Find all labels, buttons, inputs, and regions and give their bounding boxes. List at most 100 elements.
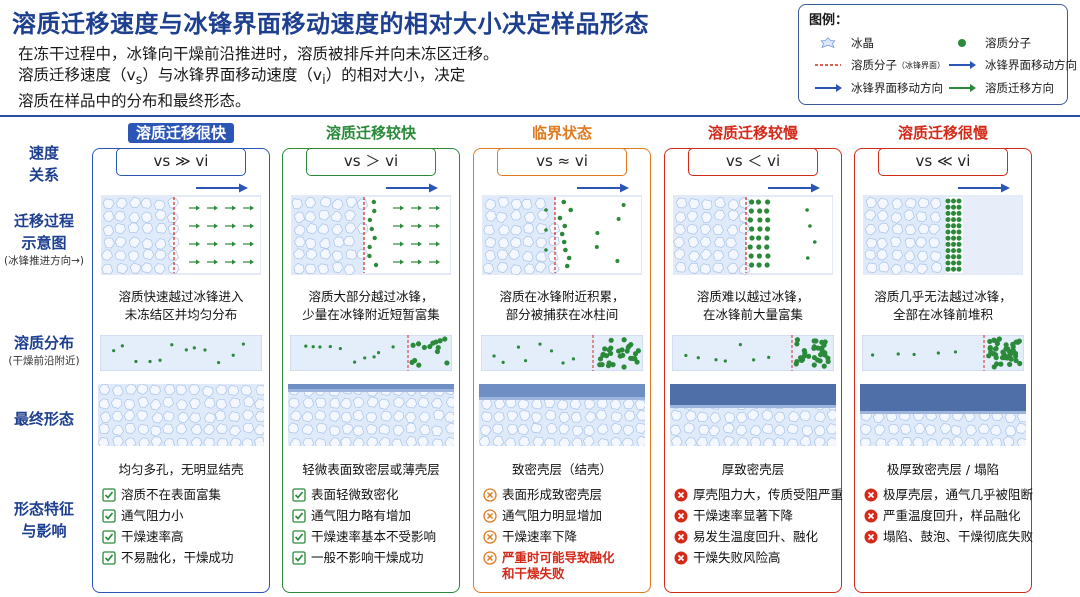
distribution-svg — [480, 334, 644, 372]
process-svg — [290, 183, 452, 276]
process-svg — [862, 183, 1024, 276]
ice-front-arrowhead — [620, 183, 629, 193]
solute-dot — [304, 344, 308, 348]
ice-region — [291, 196, 369, 276]
ice-region — [864, 196, 946, 276]
process-description-line: 溶质在冰锋附近积累， — [499, 289, 625, 304]
solute-dot — [870, 353, 875, 357]
solute-dot — [416, 362, 422, 368]
solute-dot — [564, 263, 570, 269]
process-svg — [481, 183, 643, 276]
solute-dot — [956, 223, 962, 229]
solute-dot — [756, 253, 762, 259]
solute-dot — [216, 360, 221, 365]
solute-dot — [544, 228, 548, 232]
solute-dot — [936, 351, 940, 355]
solute-dot — [951, 248, 956, 254]
solute-dot — [1017, 360, 1023, 367]
solute-dot — [956, 210, 962, 216]
solute-dot — [571, 357, 576, 361]
distribution-svg — [861, 334, 1025, 372]
solute-dot — [203, 348, 207, 352]
row-label-speed: 速度 关系 — [28, 144, 59, 184]
feature-item: 易发生温度回升、融化 — [674, 529, 849, 545]
solute-dot — [945, 248, 951, 254]
crust-layer — [670, 384, 836, 408]
check-icon — [292, 509, 306, 523]
solute-arrow — [429, 259, 440, 265]
speed-relation-box: vs ≪ vi — [878, 148, 1008, 176]
solute-dot — [684, 353, 688, 358]
feature-item: 一般不影响干燥成功 — [292, 550, 467, 566]
cross-icon — [674, 530, 688, 544]
solute-arrow — [189, 259, 200, 265]
solute-dot — [811, 344, 817, 350]
legend-ice-move-right: 冰锋界面移动方向 — [947, 57, 1077, 73]
solute-molecule-icon — [958, 39, 966, 47]
solute-dot — [793, 361, 799, 367]
feature-text: 易发生温度回升、融化 — [693, 529, 819, 544]
solute-dot — [956, 235, 962, 241]
solute-arrow — [393, 241, 404, 247]
process-description-line: 部分被捕获在冰柱间 — [505, 307, 619, 322]
feature-item: 干燥速率显著下降 — [674, 508, 849, 524]
solute-dot — [544, 248, 548, 252]
check-icon — [292, 551, 306, 565]
solute-dot — [956, 248, 962, 254]
solute-dot — [562, 223, 568, 229]
ice-region — [101, 196, 180, 275]
solute-dot — [599, 361, 605, 368]
feature-item: 表面形成致密壳层 — [483, 487, 658, 503]
solute-dot — [492, 354, 496, 358]
solute-dot — [951, 229, 956, 235]
legend: 图例： 冰晶 溶质分子 溶质分子（冰锋界面） 冰锋界面移动方向 冰锋界面移动方向… — [798, 4, 1077, 105]
solute-dot — [756, 235, 762, 241]
solute-dot — [372, 355, 376, 359]
solute-dot — [544, 208, 548, 212]
solute-dot — [951, 260, 956, 266]
feature-text: 严重温度回升，样品融化 — [883, 508, 1021, 523]
solute-dot — [369, 226, 374, 232]
solute-dot — [945, 198, 951, 204]
process-schematic — [290, 180, 452, 290]
solute-dot — [811, 354, 818, 361]
check-icon — [292, 530, 306, 544]
solute-dot — [956, 198, 962, 204]
final-morphology — [97, 383, 268, 450]
final-caption: 均匀多孔，无明显结壳 — [118, 462, 244, 477]
solute-arrow — [429, 205, 440, 211]
solute-dot — [600, 352, 606, 358]
solute-dot — [409, 359, 415, 365]
solute-dot — [427, 343, 433, 350]
solute-dot — [951, 235, 956, 241]
intro-line: 溶质在样品中的分布和最终形态。 — [18, 92, 251, 111]
solute-dot — [597, 356, 604, 362]
solute-dot — [951, 254, 956, 260]
solute-dot — [945, 223, 951, 229]
legend-solute-move-label: 溶质迁移方向 — [985, 81, 1054, 95]
final-morphology — [859, 383, 1029, 450]
feature-item: 表面轻微致密化 — [292, 487, 467, 503]
process-schematic — [862, 180, 1024, 290]
feature-item: 严重时可能导致融化 和干燥失败 — [483, 550, 658, 582]
process-description-line: 溶质几乎无法越过冰锋， — [874, 289, 1012, 304]
check-icon — [102, 488, 116, 502]
solute-dot — [767, 355, 771, 359]
solute-dot — [765, 253, 771, 259]
solute-dot — [444, 360, 450, 366]
solute-dot — [757, 208, 763, 214]
solute-arrow — [243, 259, 254, 265]
solute-dot — [434, 348, 441, 355]
solute-dot — [616, 217, 621, 221]
process-schematic — [672, 180, 834, 290]
solute-dot — [363, 356, 367, 360]
solute-dot — [990, 351, 996, 357]
legend-interface: 溶质分子（冰锋界面） — [813, 57, 945, 73]
solute-dot — [608, 337, 614, 343]
final-caption: 厚致密壳层 — [721, 462, 785, 477]
solute-dot — [1000, 349, 1006, 355]
solute-dot — [953, 350, 958, 354]
solute-dot — [764, 199, 771, 205]
solute-dot — [1003, 342, 1009, 348]
solute-arrow — [189, 223, 200, 229]
